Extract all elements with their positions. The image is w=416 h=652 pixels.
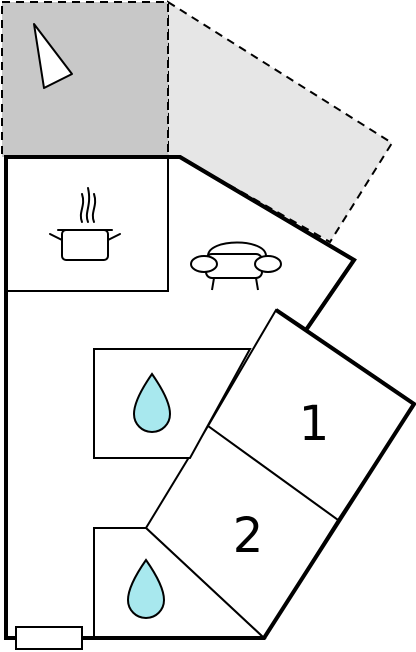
cooking-pot-icon: [49, 187, 121, 261]
bathroom-1-room: [93, 348, 252, 459]
water-drop-icon-2: [126, 558, 166, 620]
water-drop-icon: [132, 372, 172, 434]
outer-wall-overlay: [4, 155, 416, 640]
terrace-dark: [1, 1, 169, 158]
armchair-icon: [190, 241, 282, 291]
bedroom-2-label: 2: [233, 508, 264, 564]
compass-arrow-icon: [33, 23, 73, 89]
bedroom-1-label: 1: [299, 396, 330, 452]
radiator-icon: [15, 626, 83, 650]
